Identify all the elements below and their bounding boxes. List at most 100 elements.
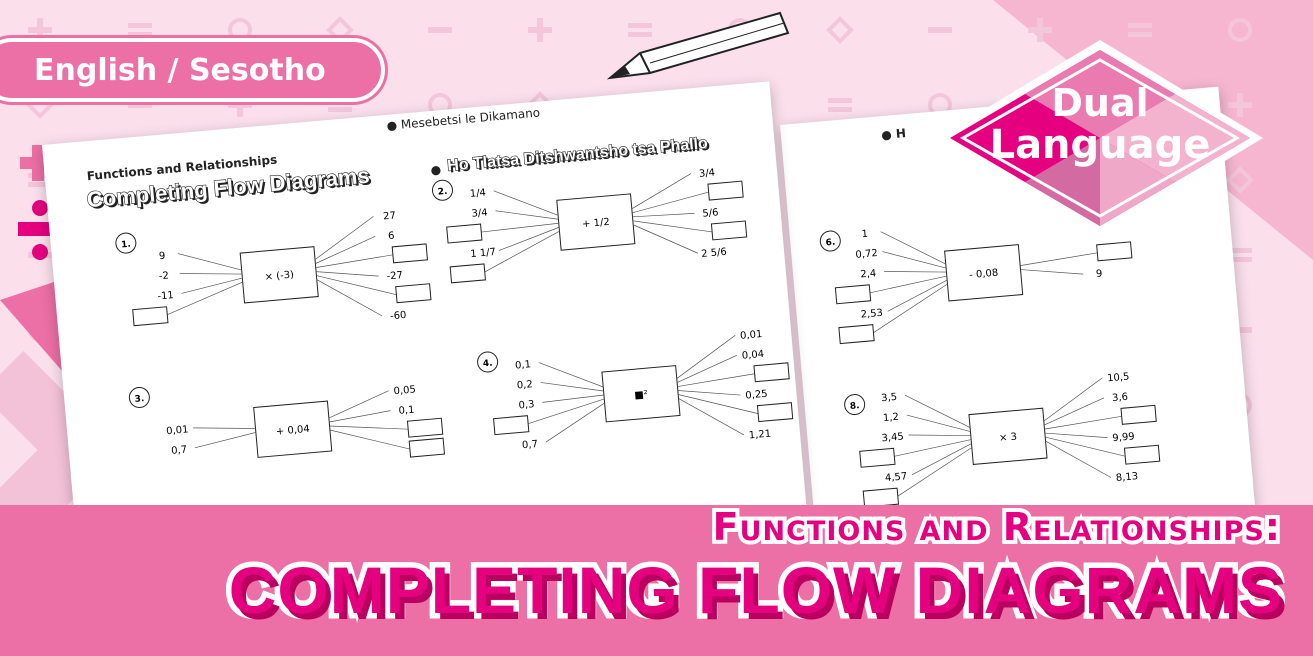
background-equals-symbol [1128,23,1152,37]
input-value: 1 [861,229,868,241]
diagram-number-circle [844,394,866,416]
background-equals-symbol [128,23,152,37]
diagram-number: 2. [437,187,448,198]
background-plus-symbol [228,93,252,117]
diagram-number-circle [128,386,150,408]
flow-diagram: 3. + 0,04 0,01 0,7 0,05 0,1 [128,384,446,458]
flow-diagram: 4.■²0,10,20,30,70,010,040,251,21 [477,329,794,451]
background-minus-symbol [1228,327,1252,333]
output-value: -27 [386,270,403,282]
operator-box [239,246,319,304]
input-value: 1,2 [883,412,900,424]
background-equals-symbol [1228,248,1252,262]
background-circle-symbol [228,18,252,42]
operator-label: × (-3) [264,270,294,284]
operator-label: + 0,04 [276,424,311,438]
background-plus-symbol [28,18,52,42]
banner-title: Completing Flow Diagrams [223,548,1287,633]
badge-line2: Language [990,122,1211,168]
output-value: 0,1 [398,405,415,417]
answer-box[interactable] [859,447,896,468]
dual-language-badge: Dual Language [937,40,1263,236]
output-value: -60 [390,310,407,322]
input-value: 0,01 [166,424,189,437]
output-value: 9,99 [1112,431,1135,444]
flow-diagram: 2.+ 1/21/43/41 1/73/45/62 5/6 [431,167,748,284]
background-plus-symbol [528,18,552,42]
input-value: 1 1/7 [470,247,497,260]
answer-box[interactable] [710,220,748,241]
answer-box[interactable] [493,415,530,436]
background-minus-symbol [428,27,452,33]
answer-box[interactable] [132,306,169,327]
input-value: -2 [158,270,169,282]
output-value: 0,05 [393,384,416,397]
input-value: 0,72 [855,248,878,261]
operator-label: × 3 [999,432,1018,445]
background-equals-symbol [628,23,652,37]
output-value: 27 [383,210,397,222]
input-value: 3,45 [881,431,904,444]
background-plus-symbol [1028,18,1052,42]
background-diamond-symbol [826,16,854,44]
answer-box[interactable] [834,284,872,305]
bottom-banner [0,505,1313,656]
answer-box[interactable] [753,362,790,383]
answer-box[interactable] [449,263,486,284]
pencil-icon [606,11,790,80]
input-value: 0,1 [515,359,532,371]
input-value: 3,5 [881,392,898,404]
input-value: -11 [157,290,174,302]
operator-box [556,193,636,251]
output-value: 1,21 [748,429,771,442]
input-value: 2,4 [860,268,877,280]
operator-label: ■² [634,389,648,401]
output-value: 0,01 [740,329,763,342]
input-value: 2,53 [860,308,883,321]
answer-box[interactable] [707,180,744,201]
background-equals-symbol [828,98,852,112]
diagram-number: 4. [483,359,494,370]
flow-diagram: 6. - 0,08 1 0,72 2,4 2,53 9 [819,229,1133,345]
background-minus-symbol [128,102,152,108]
answer-box[interactable] [408,437,446,458]
operator-label: + 1/2 [582,217,611,230]
answer-box[interactable] [1120,404,1157,425]
output-value: 5/6 [702,207,719,219]
output-value: 6 [388,231,395,243]
input-value: 9 [159,251,166,263]
diagram-number-circle [819,230,841,252]
badge-line1: Dual [1051,81,1148,125]
input-value: 0,7 [171,445,188,457]
answer-box[interactable] [391,243,429,264]
answer-box[interactable] [395,283,432,304]
answer-box[interactable] [838,324,875,345]
output-value: 2 5/6 [701,247,728,260]
language-pill: English / Sesotho [0,38,385,102]
background-minus-symbol [928,27,952,33]
operator-label: - 0,08 [969,268,999,281]
background-diamond-symbol [1226,166,1254,194]
diagram-number: 3. [134,394,145,405]
answer-box[interactable] [1123,444,1161,465]
answer-box[interactable] [1096,241,1133,262]
output-value: 9 [1096,268,1103,280]
bullet-icon: ● [430,162,442,178]
input-value: 3/4 [471,207,488,219]
answer-box[interactable] [756,402,794,423]
input-value: 0,3 [518,399,535,411]
input-value: 1/4 [469,188,486,200]
input-value: 4,57 [885,471,908,484]
answer-box[interactable] [446,223,483,244]
answer-box[interactable] [406,417,444,438]
diagram-number: 6. [825,238,836,249]
output-value: 8,13 [1115,471,1138,484]
diagram-number-circle [477,351,499,373]
background-plus-symbol [1228,93,1252,117]
output-value: 3,6 [1112,392,1129,404]
